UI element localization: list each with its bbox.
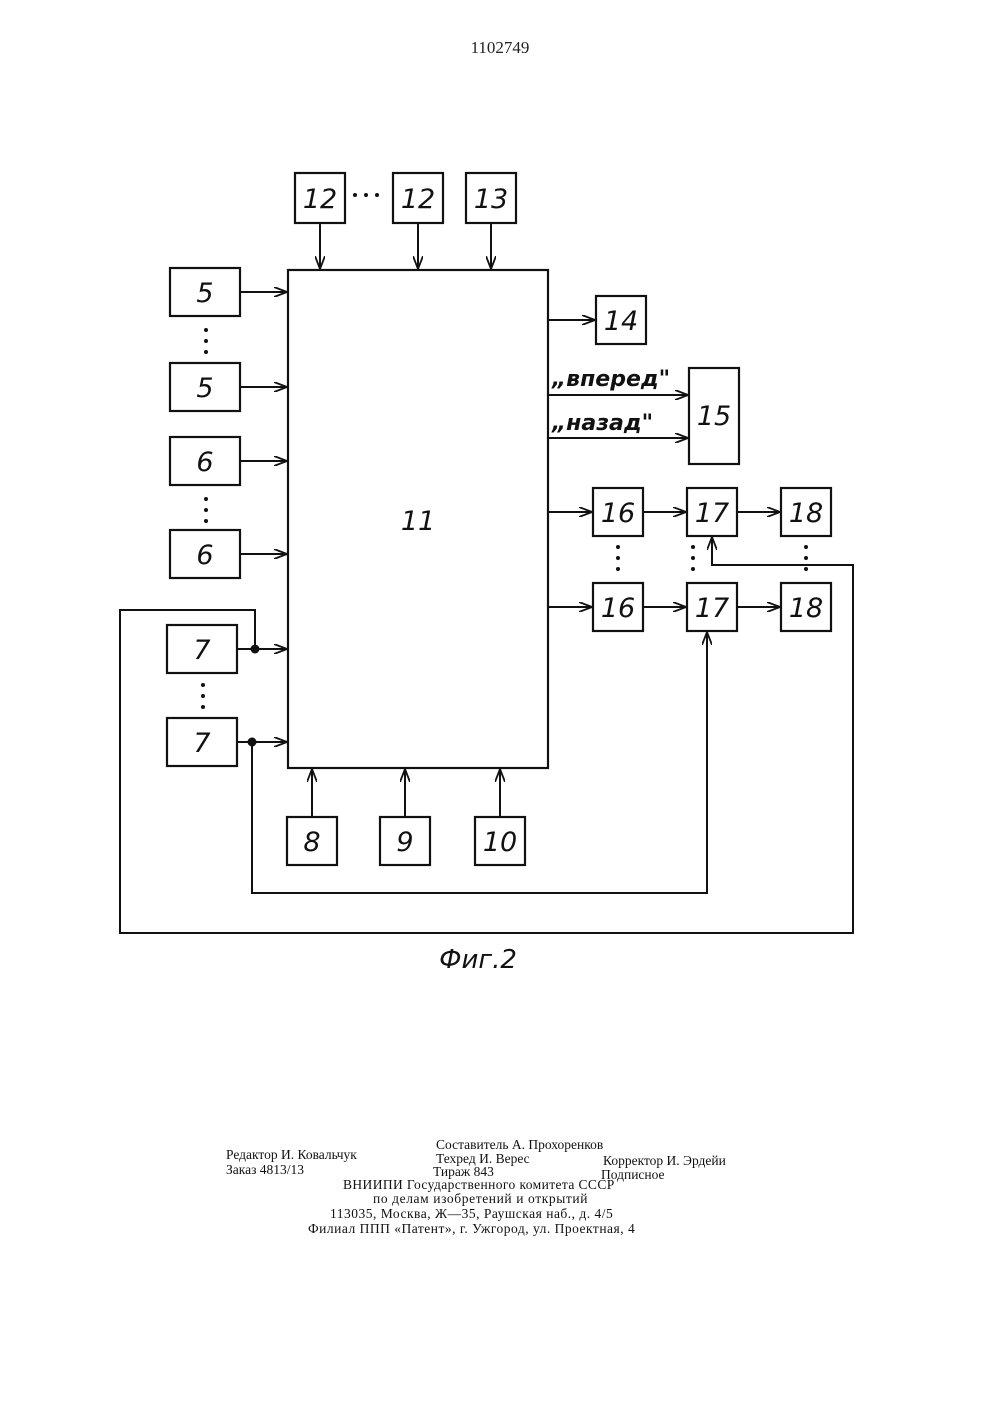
imprint-order: Заказ 4813/13 — [226, 1162, 304, 1178]
figure-caption: Фиг.2 — [439, 945, 517, 975]
label-13: 13 — [474, 184, 508, 215]
label-16b: 16 — [601, 593, 635, 624]
imprint-editor: Редактор И. Ковальчук — [226, 1147, 357, 1163]
label-12b: 12 — [401, 184, 435, 215]
label-6a: 6 — [196, 447, 213, 478]
label-17a: 17 — [695, 498, 729, 529]
label-18a: 18 — [789, 498, 823, 529]
label-7a: 7 — [193, 635, 210, 666]
imprint-line3: 113035, Москва, Ж—35, Раушская наб., д. … — [330, 1206, 613, 1222]
label-16a: 16 — [601, 498, 635, 529]
signal-forward-label: „вперед" — [551, 367, 670, 392]
label-5b: 5 — [196, 373, 213, 404]
label-18b: 18 — [789, 593, 823, 624]
label-6b: 6 — [196, 540, 213, 571]
block-diagram: 11 12 12 13 5 5 6 6 7 7 8 9 10 14 15 16 … — [0, 0, 1000, 1000]
imprint-line4: Филиал ППП «Патент», г. Ужгород, ул. Про… — [308, 1221, 635, 1237]
label-7b: 7 — [193, 728, 210, 759]
imprint-line2: по делам изобретений и открытий — [373, 1191, 588, 1207]
label-15: 15 — [697, 401, 731, 432]
label-14: 14 — [604, 306, 638, 337]
label-9: 9 — [396, 827, 413, 858]
signal-backward-label: „назад" — [551, 411, 653, 436]
junction-dot — [251, 645, 260, 654]
label-11: 11 — [401, 506, 435, 537]
junction-dot — [248, 738, 257, 747]
label-12a: 12 — [303, 184, 337, 215]
label-10: 10 — [483, 827, 517, 858]
label-5a: 5 — [196, 278, 213, 309]
label-8: 8 — [303, 827, 320, 858]
label-17b: 17 — [695, 593, 729, 624]
